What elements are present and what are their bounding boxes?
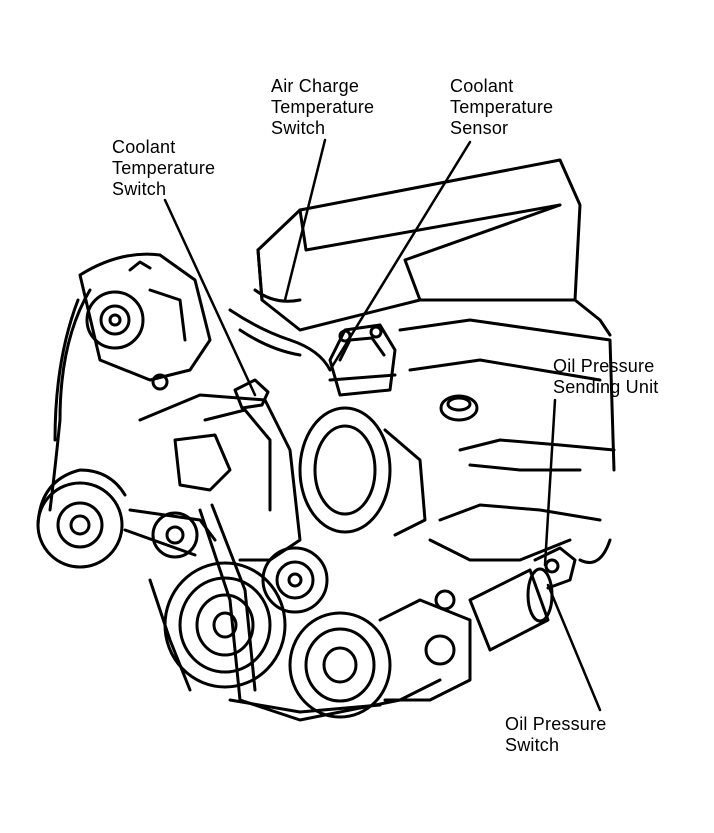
power-steering-pulley <box>36 468 127 569</box>
leader-air-charge <box>283 138 327 302</box>
water-pump-pulley <box>261 546 329 614</box>
timing-cover <box>138 393 302 562</box>
ac-compressor <box>288 589 472 719</box>
alternator <box>78 252 212 391</box>
lower-belt <box>148 578 382 714</box>
oil-filler-cap <box>439 394 479 422</box>
label-coolant-temperature-sensor: Coolant Temperature Sensor <box>450 76 554 138</box>
throttle-body <box>298 406 427 537</box>
intake-plenum <box>256 158 612 337</box>
hoses <box>228 288 612 564</box>
idler-pulley <box>123 508 217 559</box>
leader-coolant-switch <box>163 198 257 397</box>
coolant-switch-body <box>233 378 270 410</box>
label-oil-pressure-switch: Oil Pressure Switch <box>505 714 607 755</box>
leader-oil-switch <box>546 583 602 712</box>
oil-filter <box>468 567 554 652</box>
distributor <box>328 323 397 397</box>
leader-oil-sending <box>543 398 557 567</box>
label-coolant-temperature-switch: Coolant Temperature Switch <box>112 137 216 199</box>
oil-sending-unit-fitting <box>533 546 577 590</box>
label-oil-pressure-sending-unit: Oil Pressure Sending Unit <box>553 356 659 397</box>
label-air-charge-temperature-switch: Air Charge Temperature Switch <box>271 76 375 138</box>
leader-coolant-sensor <box>328 140 472 372</box>
